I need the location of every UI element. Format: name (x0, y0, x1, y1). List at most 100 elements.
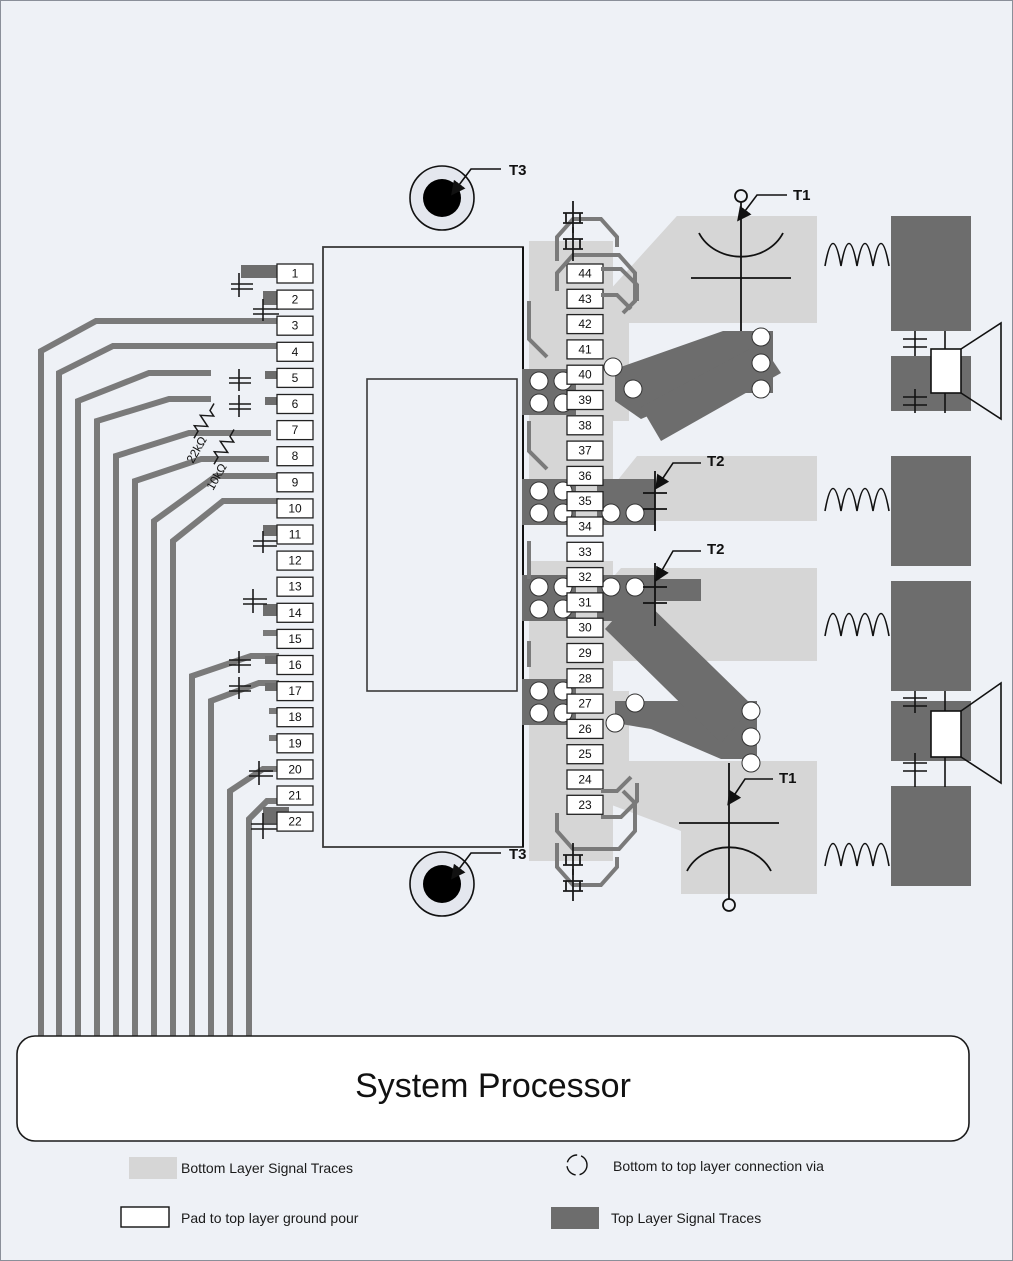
ic-pin-38[interactable] (566, 415, 604, 436)
ic-pin-34[interactable] (566, 516, 604, 537)
ic-pin-40[interactable] (566, 364, 604, 385)
t2-capacitor-lower (643, 563, 667, 626)
ic-pin-5-label: 5 (292, 371, 299, 385)
callout-t2-lower: T2 (707, 541, 725, 558)
legend-label-top-layer: Top Layer Signal Traces (611, 1210, 761, 1226)
callout-t3-top: T3 (509, 162, 527, 179)
ic-pin-12[interactable] (276, 550, 314, 571)
ic-pin-35[interactable] (566, 491, 604, 512)
left-capacitors (229, 273, 279, 839)
ic-pin-42[interactable] (566, 313, 604, 335)
ic-pin-8-label: 8 (292, 449, 299, 463)
ic-pin-36[interactable] (566, 465, 604, 487)
ic-pin-38-label: 38 (578, 418, 592, 432)
ic-pin-16[interactable] (276, 654, 314, 676)
ic-pin-28[interactable] (566, 668, 604, 689)
ic-pin-5[interactable] (276, 367, 314, 389)
output-inductors (824, 242, 890, 867)
ic-pin-33-label: 33 (578, 545, 592, 559)
ground-pour-capacitors (565, 201, 581, 901)
ic-pin-36-label: 36 (578, 469, 592, 483)
ic-pin-30[interactable] (566, 617, 604, 638)
ic-pin-34-label: 34 (578, 520, 592, 534)
ic-pin-20-label: 20 (288, 762, 302, 776)
system-processor-label: System Processor (355, 1067, 631, 1105)
ic-pin-44[interactable] (566, 263, 604, 284)
ic-pin-22[interactable] (276, 811, 314, 832)
ic-pin-13-label: 13 (288, 580, 302, 594)
ic-pin-9-label: 9 (292, 475, 299, 489)
ic-pin-7[interactable] (276, 419, 314, 441)
ic-pin-9[interactable] (276, 472, 314, 493)
ic-pin-21[interactable] (276, 785, 314, 806)
ic-pin-23-label: 23 (578, 798, 592, 812)
legend-label-via: Bottom to top layer connection via (613, 1158, 824, 1174)
ic-pin-24[interactable] (566, 769, 604, 790)
legend-label-bottom-layer: Bottom Layer Signal Traces (181, 1160, 353, 1176)
ic-pin-6-label: 6 (292, 397, 299, 411)
electrolytic-capacitor-top (691, 189, 791, 331)
ic-pin-3[interactable] (276, 315, 314, 336)
ic-pin-18-label: 18 (288, 710, 302, 724)
ic-pin-15-label: 15 (288, 632, 302, 646)
ic-outline (322, 246, 524, 848)
ic-pin-25[interactable] (566, 744, 604, 765)
ic-right-pin-pads: 2324252627282930313233343536373839404142… (566, 263, 604, 815)
ic-pin-17-label: 17 (288, 684, 302, 698)
ic-pin-8[interactable] (276, 446, 314, 467)
ic-pin-29[interactable] (566, 642, 604, 664)
ic-pin-13[interactable] (276, 576, 314, 597)
legend-swatch-ground-pour (120, 1206, 170, 1228)
ic-pin-26[interactable] (566, 718, 604, 740)
electrolytic-capacitor-bottom (679, 763, 779, 912)
ground-pour-outlines (527, 217, 639, 887)
ic-pin-29-label: 29 (578, 646, 592, 660)
ic-pin-31[interactable] (566, 592, 604, 613)
legend-label-ground-pour: Pad to top layer ground pour (181, 1210, 359, 1226)
left-signal-traces (38, 318, 279, 1036)
ic-pin-35-label: 35 (578, 494, 592, 508)
ic-pin-37[interactable] (566, 440, 604, 461)
ic-pin-39[interactable] (566, 389, 604, 411)
ic-pin-24-label: 24 (578, 773, 592, 787)
ic-pin-26-label: 26 (578, 722, 592, 736)
top-layer-signal-traces (522, 216, 971, 886)
ic-pin-17[interactable] (276, 680, 314, 702)
ic-pin-12-label: 12 (288, 554, 302, 568)
ic-pin-19-label: 19 (288, 736, 302, 750)
ic-pin-20[interactable] (276, 759, 314, 780)
ic-pin-14-label: 14 (288, 606, 302, 620)
ic-pin-11[interactable] (276, 524, 314, 545)
ic-pin-16-label: 16 (288, 658, 302, 672)
ic-pin-19[interactable] (276, 733, 314, 754)
ic-pin-31-label: 31 (578, 595, 592, 609)
ic-pin-2[interactable] (276, 289, 314, 310)
ic-pin-6[interactable] (276, 393, 314, 415)
ic-pin-23[interactable] (566, 794, 604, 815)
ic-pin-14[interactable] (276, 602, 314, 623)
legend-swatch-via (566, 1154, 588, 1176)
ic-pin-11-label: 11 (289, 528, 302, 542)
ic-pin-42-label: 42 (578, 317, 592, 331)
ic-pin-10[interactable] (276, 498, 314, 519)
ic-pin-1-label: 1 (292, 267, 299, 281)
ic-pin-41[interactable] (566, 339, 604, 360)
ic-pin-4[interactable] (276, 341, 314, 362)
ic-pin-18[interactable] (276, 707, 314, 728)
ic-pin-43[interactable] (566, 288, 604, 309)
callout-t1-bottom: T1 (779, 770, 797, 787)
ic-pin-27[interactable] (566, 693, 604, 714)
callout-t1-top: T1 (793, 187, 811, 204)
ic-pin-33[interactable] (566, 541, 604, 562)
ic-pin-15[interactable] (276, 628, 314, 650)
ic-pin-1[interactable] (276, 263, 314, 284)
output-filter-bottom (903, 681, 1002, 787)
ic-pin-32[interactable] (566, 566, 604, 588)
callout-leaders (451, 168, 787, 880)
ic-pin-40-label: 40 (578, 368, 592, 382)
system-processor-block[interactable]: System Processor (16, 1035, 970, 1142)
ic-pin-39-label: 39 (578, 393, 592, 407)
callout-t3-bottom: T3 (509, 846, 527, 863)
